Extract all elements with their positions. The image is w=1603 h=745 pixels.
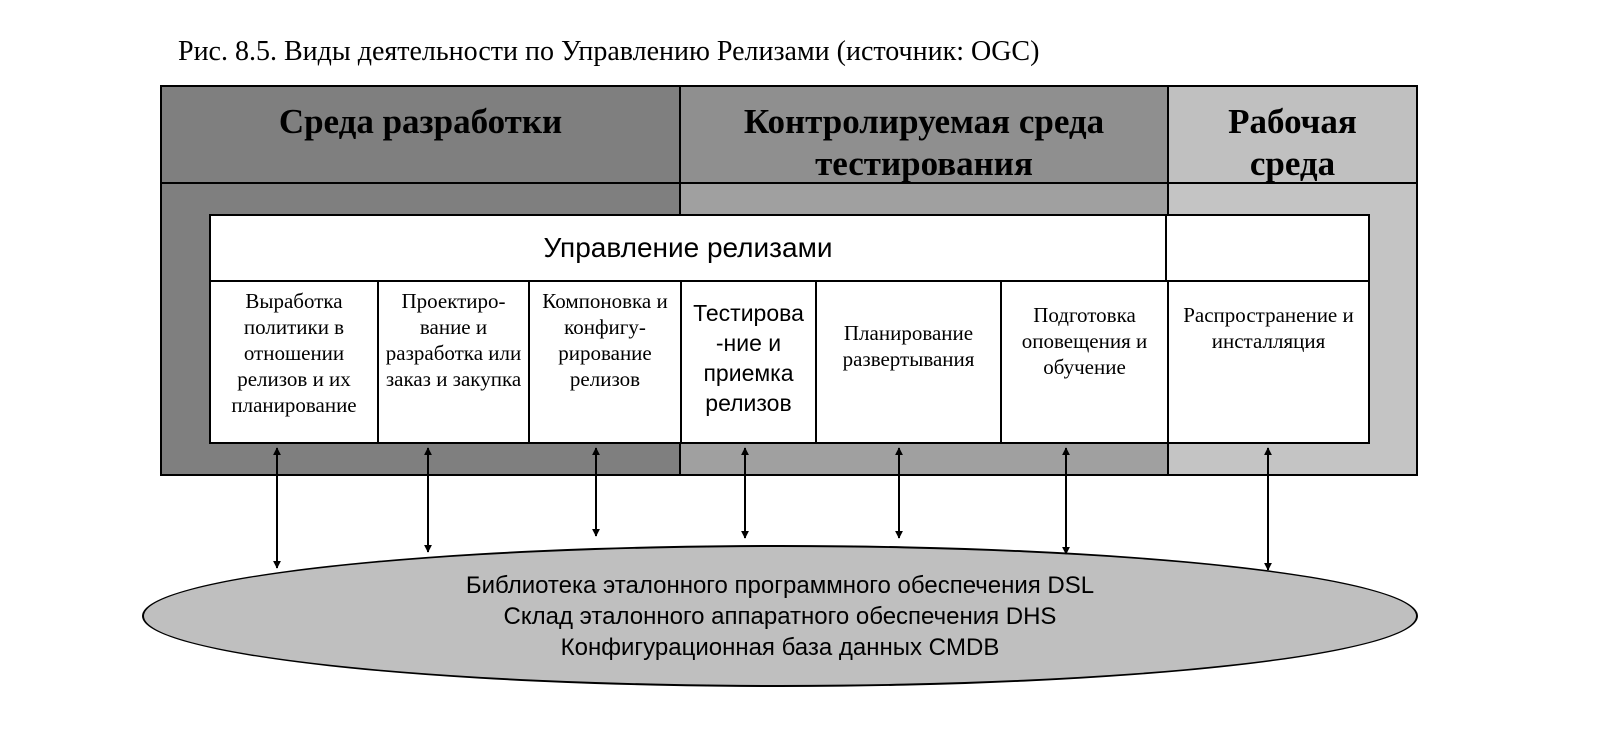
definitive-library-ellipse	[142, 545, 1418, 687]
figure-caption: Рис. 8.5. Виды деятельности по Управлени…	[178, 36, 1040, 67]
release-management-title: Управление релизами	[211, 216, 1167, 280]
activity-design-procurement: Проектиро-вание и разработка или заказ и…	[379, 282, 530, 442]
development-environment-title: Среда разработки	[278, 102, 563, 141]
library-line-cmdb: Конфигурационная база данных CMDB	[560, 634, 1000, 661]
release-management-title-row: Управление релизами	[211, 216, 1368, 282]
activity-distribution-installation: Распространение и инсталляция	[1183, 303, 1354, 353]
activity-build-configure: Компоновка и конфигу-рирование релизов	[530, 282, 682, 442]
testing-environment-title-line2: тестирования	[815, 144, 1033, 183]
production-environment-title-line1: Рабочая	[1228, 102, 1357, 141]
definitive-library-text: Библиотека эталонного программного обесп…	[142, 570, 1418, 663]
library-line-dhs: Склад эталонного аппаратного обеспечения…	[503, 603, 1057, 630]
production-environment-title-line2: среда	[1249, 144, 1336, 183]
activity-rollout-planning: Планирование развертывания	[817, 282, 1002, 442]
activity-test-acceptance: Тестирова -ние и приемка релизов	[682, 282, 817, 442]
activity-communication-training: Подготовка оповещения и обучение	[1002, 282, 1169, 442]
release-management-box: Управление релизами Выработка политики в…	[209, 214, 1370, 444]
testing-environment-title-line1: Контролируемая среда	[743, 102, 1105, 141]
activity-policy-planning: Выработка политики в отношении релизов и…	[211, 282, 379, 442]
testing-environment-header: Контролируемая среда тестирования	[681, 87, 1167, 184]
library-line-dsl: Библиотека эталонного программного обесп…	[465, 572, 1095, 599]
development-environment-header: Среда разработки	[162, 87, 679, 184]
production-environment-header: Рабочая среда	[1169, 87, 1416, 184]
